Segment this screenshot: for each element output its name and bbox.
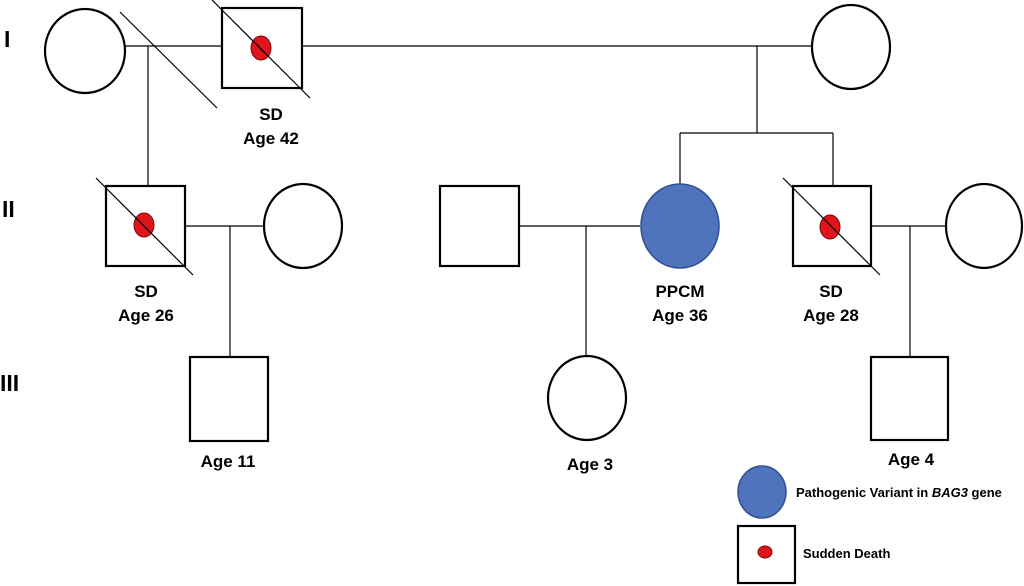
individual-iii1-male xyxy=(188,355,270,443)
individual-ii5-male-deceased xyxy=(782,177,881,276)
relationship-lines xyxy=(119,11,946,357)
label-iii2: Age 3 xyxy=(567,455,613,474)
individual-ii1-male-deceased xyxy=(95,177,194,276)
label-ii5-line1: SD xyxy=(819,282,843,301)
individual-i3-female xyxy=(810,3,892,91)
label-i2-line1: SD xyxy=(259,105,283,124)
individual-ii3-male xyxy=(438,184,521,268)
legend-sudden-death-label: Sudden Death xyxy=(803,546,890,561)
generation-label-ii: II xyxy=(2,196,15,222)
individual-i1-female xyxy=(43,7,127,95)
label-i2-line2: Age 42 xyxy=(243,129,299,148)
individual-ii6-female xyxy=(944,182,1024,270)
deceased-slash xyxy=(782,177,881,276)
label-ii4-line2: Age 36 xyxy=(652,306,708,325)
label-ii4-line1: PPCM xyxy=(655,282,704,301)
label-ii1-line2: Age 26 xyxy=(118,306,174,325)
label-iii1: Age 11 xyxy=(201,452,256,471)
separation-slash xyxy=(119,11,218,109)
legend-sudden-death-dot xyxy=(757,545,773,559)
label-ii5-line2: Age 28 xyxy=(803,306,859,325)
legend-affected-symbol xyxy=(737,465,787,519)
individual-i2-male-deceased xyxy=(211,0,311,99)
legend-variant-suffix: gene xyxy=(968,485,1002,500)
legend-variant-gene: BAG3 xyxy=(932,485,969,500)
legend-affected-label: Pathogenic Variant in BAG3 gene xyxy=(796,485,1002,500)
individual-iii2-female xyxy=(546,354,628,442)
generation-label-i: I xyxy=(4,26,10,52)
legend-variant-prefix: Pathogenic Variant in xyxy=(796,485,932,500)
individual-ii2-female xyxy=(262,182,344,270)
sudden-death-marker xyxy=(819,214,841,240)
label-ii1-line1: SD xyxy=(134,282,158,301)
label-iii3: Age 4 xyxy=(888,450,935,469)
individual-ii4-female-affected xyxy=(640,183,720,269)
generation-label-iii: III xyxy=(0,370,19,396)
legend: Pathogenic Variant in BAG3 gene Sudden D… xyxy=(736,465,1002,585)
deceased-slash xyxy=(95,177,194,276)
individual-iii3-male xyxy=(869,355,950,442)
deceased-slash xyxy=(211,0,311,99)
